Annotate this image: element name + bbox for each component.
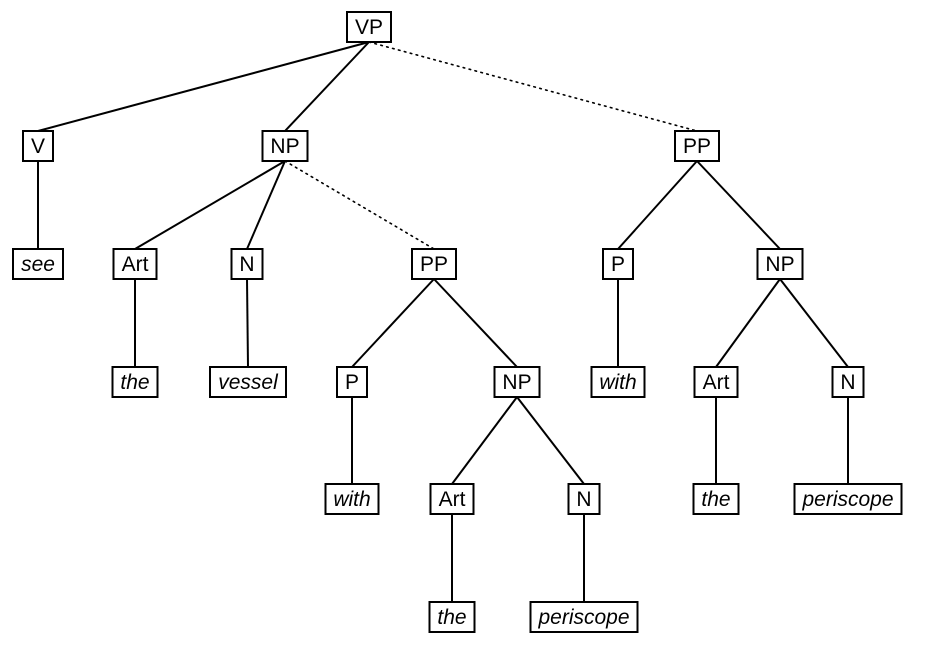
word-label: vessel [218,371,279,394]
tree-nodes: VPVseeNPArttheNvesselPPPwithNPArttheNper… [12,11,903,633]
tree-node-the2: the [428,601,476,633]
node-box [22,130,54,162]
tree-edges [37,41,849,602]
tree-node-with1: with [324,483,380,515]
category-label: N [239,253,254,276]
category-label: NP [270,135,299,158]
category-label: N [576,488,591,511]
edge-np3-n3 [779,278,849,368]
edge-n1-vessel [246,278,249,368]
tree-node-n2: N [567,483,601,515]
node-box [411,248,457,280]
tree-node-v: V [22,130,54,162]
tree-node-n1: N [230,248,264,280]
node-box [112,248,158,280]
node-box [590,366,646,398]
word-label: with [333,488,370,511]
node-box [567,483,601,515]
category-label: P [345,371,359,394]
tree-node-art1: Art [112,248,158,280]
tree-node-pp1: PP [411,248,457,280]
tree-node-periscope1: periscope [529,601,639,633]
node-box [429,483,475,515]
word-label: see [21,253,55,276]
category-label: Art [703,371,730,394]
category-label: Art [122,253,149,276]
edge-np1-art1 [134,160,286,250]
tree-node-the1: the [111,366,159,398]
tree-node-n3: N [831,366,865,398]
node-box [230,248,264,280]
tree-node-p2: P [602,248,634,280]
category-label: VP [355,16,383,39]
tree-node-np3: NP [756,248,804,280]
edge-vp-np1 [284,41,370,132]
edge-pp2-np3 [696,160,781,250]
category-label: N [840,371,855,394]
node-box [111,366,159,398]
word-label: the [120,371,149,394]
node-box [793,483,903,515]
node-box [346,11,392,43]
edge-np2-n2 [516,396,585,485]
tree-node-vessel: vessel [209,366,287,398]
edge-np3-art3 [715,278,781,368]
node-box [529,601,639,633]
edge-pp1-p1 [351,278,435,368]
node-box [831,366,865,398]
node-box [693,366,739,398]
node-box [692,483,740,515]
tree-node-the3: the [692,483,740,515]
tree-node-periscope2: periscope [793,483,903,515]
tree-node-art3: Art [693,366,739,398]
node-box [12,248,64,280]
word-label: the [701,488,730,511]
category-label: V [31,135,45,158]
category-label: PP [683,135,711,158]
node-box [756,248,804,280]
node-box [336,366,368,398]
node-box [209,366,287,398]
tree-node-with2: with [590,366,646,398]
category-label: NP [502,371,531,394]
node-box [602,248,634,280]
node-box [493,366,541,398]
edge-vp-v [37,41,370,132]
category-label: PP [420,253,448,276]
word-label: the [437,606,466,629]
word-label: with [599,371,636,394]
edge-pp2-p2 [617,160,698,250]
edge-np1-pp1 [284,160,435,250]
category-label: P [611,253,625,276]
tree-node-see: see [12,248,64,280]
word-label: periscope [537,606,629,629]
node-box [428,601,476,633]
node-box [674,130,720,162]
tree-node-vp: VP [346,11,392,43]
word-label: periscope [801,488,893,511]
tree-node-pp2: PP [674,130,720,162]
category-label: NP [765,253,794,276]
edge-vp-pp2 [368,41,698,132]
tree-node-art2: Art [429,483,475,515]
tree-node-np2: NP [493,366,541,398]
edge-np2-art2 [451,396,518,485]
tree-node-np1: NP [261,130,309,162]
edge-pp1-np2 [433,278,518,368]
node-box [261,130,309,162]
node-box [324,483,380,515]
category-label: Art [439,488,466,511]
tree-node-p1: P [336,366,368,398]
edge-np1-n1 [246,160,286,250]
